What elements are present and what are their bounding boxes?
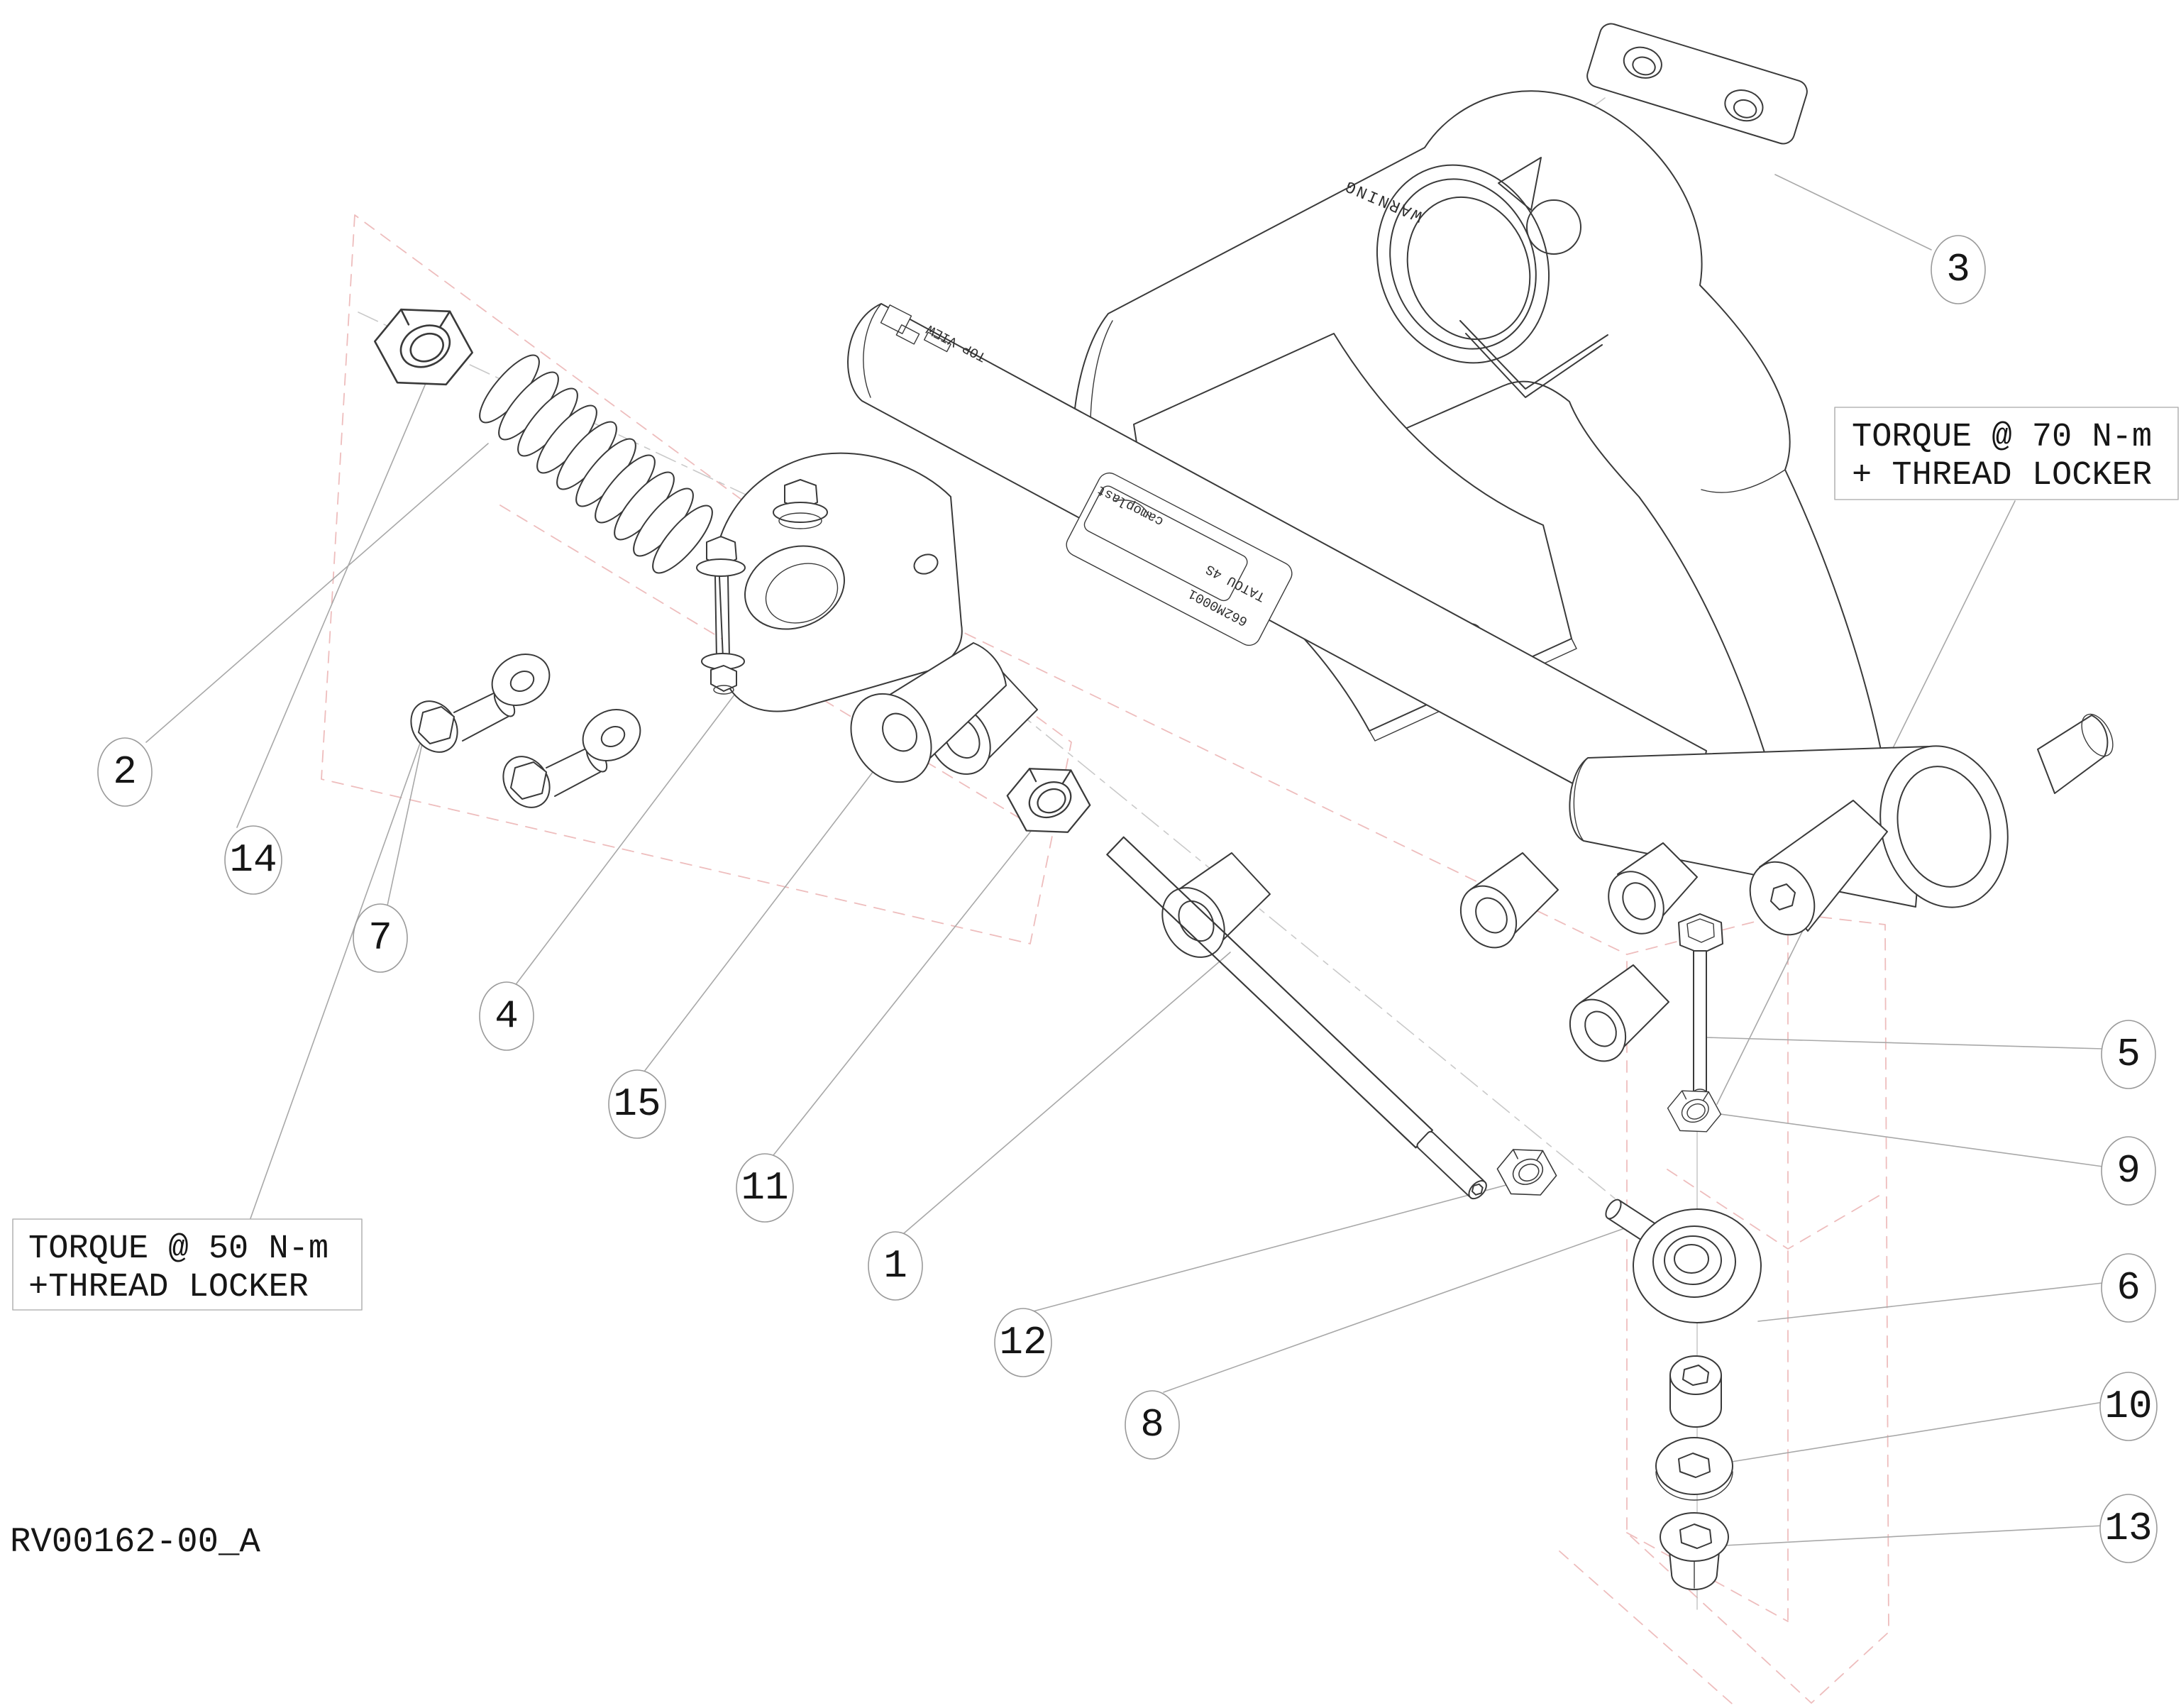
leader-3 <box>1774 174 1932 250</box>
svg-text:15: 15 <box>613 1081 661 1127</box>
callout-12: 12 <box>994 1308 1052 1377</box>
callout-9: 9 <box>2101 1136 2156 1206</box>
part-washer-10 <box>1655 1437 1733 1501</box>
svg-text:4: 4 <box>495 993 519 1039</box>
leader-8 <box>1163 1225 1631 1393</box>
part-washer-2 <box>582 709 641 761</box>
callout-2: 2 <box>97 737 153 807</box>
svg-text:2: 2 <box>113 749 137 795</box>
rear-stub <box>2037 715 2109 794</box>
leader-5 <box>1705 1037 2104 1049</box>
part-trunnion-bracket <box>696 452 963 712</box>
torque-note-right: TORQUE @ 70 N-m + THREAD LOCKER <box>1834 407 2179 500</box>
part-washer-1 <box>491 654 551 706</box>
svg-text:3: 3 <box>1946 247 1970 292</box>
leader-note-50 <box>249 739 422 1221</box>
part-rod-end <box>1605 1199 1762 1323</box>
callout-10: 10 <box>2099 1372 2158 1441</box>
leader-6 <box>1757 1282 2104 1322</box>
leader-7 <box>387 733 425 906</box>
part-spring-nut <box>374 308 473 386</box>
bumper-socket <box>1770 883 1796 910</box>
casting-details <box>1459 157 1608 398</box>
part-lock-nut-9 <box>1667 1090 1722 1133</box>
part-strap-plate <box>1586 23 1808 145</box>
drawing-number: RV00162-00_A <box>10 1522 260 1562</box>
callout-14: 14 <box>224 825 282 895</box>
svg-text:9: 9 <box>2116 1148 2141 1194</box>
callout-13: 13 <box>2099 1494 2158 1563</box>
callout-11: 11 <box>736 1153 794 1223</box>
part-flange-bolt-1 <box>410 689 516 753</box>
torque-note-right-line2: + THREAD LOCKER <box>1852 457 2152 495</box>
part-spacer-6 <box>1669 1355 1722 1428</box>
callout-5: 5 <box>2101 1020 2156 1089</box>
leader-1 <box>903 952 1231 1234</box>
part-hex-nut-11 <box>1006 768 1091 833</box>
part-cone-bushing <box>850 642 1007 783</box>
svg-text:11: 11 <box>741 1165 788 1211</box>
part-jam-nut-12 <box>1496 1149 1557 1196</box>
leader-13 <box>1723 1525 2104 1546</box>
svg-text:14: 14 <box>229 837 277 883</box>
callout-4: 4 <box>479 981 534 1051</box>
leader-4 <box>516 682 744 984</box>
callout-8: 8 <box>1125 1390 1180 1460</box>
svg-text:8: 8 <box>1140 1402 1164 1448</box>
warning-triangle-icon <box>1498 157 1542 211</box>
svg-text:1: 1 <box>883 1243 907 1289</box>
svg-text:6: 6 <box>2116 1265 2141 1311</box>
callout-1: 1 <box>868 1231 923 1301</box>
callout-15: 15 <box>608 1069 666 1139</box>
part-bolt-5 <box>1678 913 1723 1097</box>
leader-2 <box>145 443 489 743</box>
callout-7: 7 <box>353 903 408 973</box>
svg-text:13: 13 <box>2104 1506 2152 1551</box>
callout-6: 6 <box>2101 1253 2156 1323</box>
part-spring <box>479 354 713 574</box>
bumper-cone <box>1749 800 1888 936</box>
torque-note-left: TORQUE @ 50 N-m +THREAD LOCKER <box>12 1218 363 1311</box>
part-threaded-rod <box>1106 836 1487 1200</box>
swingarm-body: WARNING TOP VIEW <box>847 90 2114 1062</box>
weld-bosses <box>927 668 1698 1062</box>
svg-text:5: 5 <box>2116 1032 2141 1077</box>
leader-10 <box>1722 1401 2104 1464</box>
leader-12 <box>1032 1181 1518 1312</box>
torque-note-left-line2: +THREAD LOCKER <box>28 1269 309 1306</box>
torque-note-right-line1: TORQUE @ 70 N-m <box>1852 419 2152 456</box>
spindle-ring <box>1376 164 1550 364</box>
leader-14 <box>236 363 435 828</box>
leader-lines <box>145 174 2104 1546</box>
torque-note-left-line1: TORQUE @ 50 N-m <box>28 1230 328 1268</box>
svg-text:10: 10 <box>2104 1384 2152 1429</box>
callout-3: 3 <box>1931 235 1986 304</box>
svg-text:12: 12 <box>999 1320 1047 1365</box>
svg-text:7: 7 <box>368 915 392 961</box>
leader-9 <box>1709 1112 2104 1167</box>
callouts: 1 2 3 4 5 6 7 8 9 10 11 12 13 14 15 <box>97 235 2158 1563</box>
part-flange-nut-13 <box>1660 1512 1729 1590</box>
id-sticker: TATOU 4S 662M0001 camoplast <box>1066 472 1293 646</box>
leader-15 <box>644 753 888 1072</box>
leader-11 <box>773 822 1038 1156</box>
